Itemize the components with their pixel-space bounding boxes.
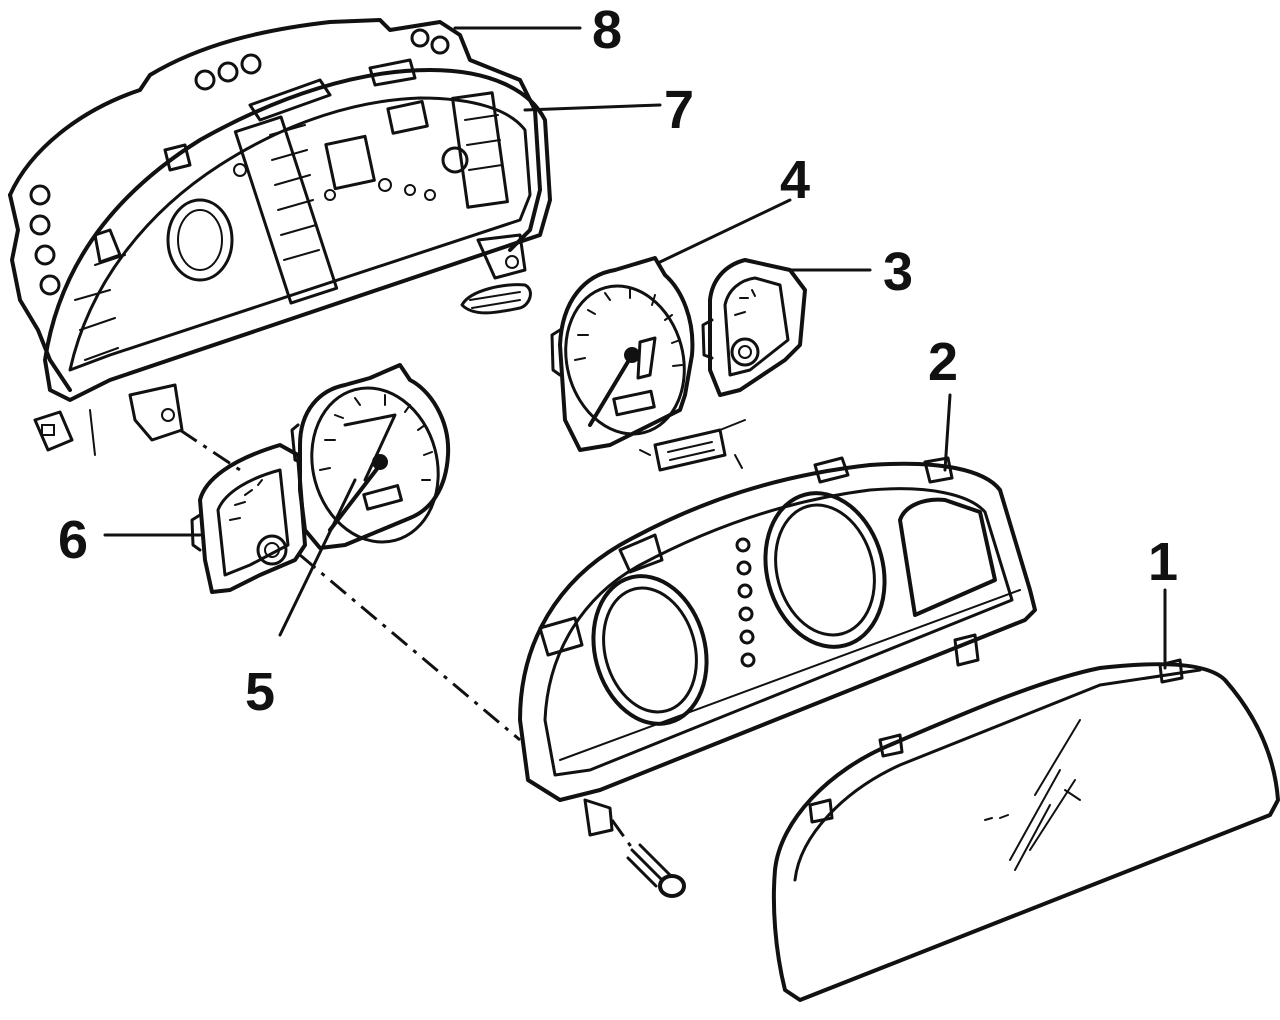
callout-labels: 8 7 4 3 2 1 6 5 bbox=[58, 0, 1178, 722]
callout-7: 7 bbox=[664, 80, 694, 140]
connector-center bbox=[639, 419, 746, 472]
alignment-line-2 bbox=[299, 553, 521, 742]
screw bbox=[610, 819, 686, 898]
connector-left bbox=[33, 409, 96, 456]
callout-4: 4 bbox=[780, 150, 810, 210]
part-1-lens bbox=[771, 658, 1280, 1002]
part-7-main-housing bbox=[43, 58, 552, 442]
part-3-temp-gauge bbox=[701, 258, 807, 397]
part-6-fuel-gauge bbox=[190, 443, 307, 594]
alignment-line-1 bbox=[179, 428, 241, 472]
callout-2: 2 bbox=[928, 332, 958, 392]
callout-8: 8 bbox=[592, 0, 622, 60]
part-5-speedometer bbox=[290, 363, 451, 550]
callout-5: 5 bbox=[245, 662, 275, 722]
part-8-rear-cover bbox=[8, 18, 542, 392]
part-2-front-bezel bbox=[518, 456, 1037, 837]
part-4-tachometer bbox=[550, 256, 695, 452]
callout-1: 1 bbox=[1148, 532, 1178, 592]
callout-6: 6 bbox=[58, 510, 88, 570]
leader-lines bbox=[103, 26, 1167, 670]
callout-3: 3 bbox=[883, 242, 913, 302]
